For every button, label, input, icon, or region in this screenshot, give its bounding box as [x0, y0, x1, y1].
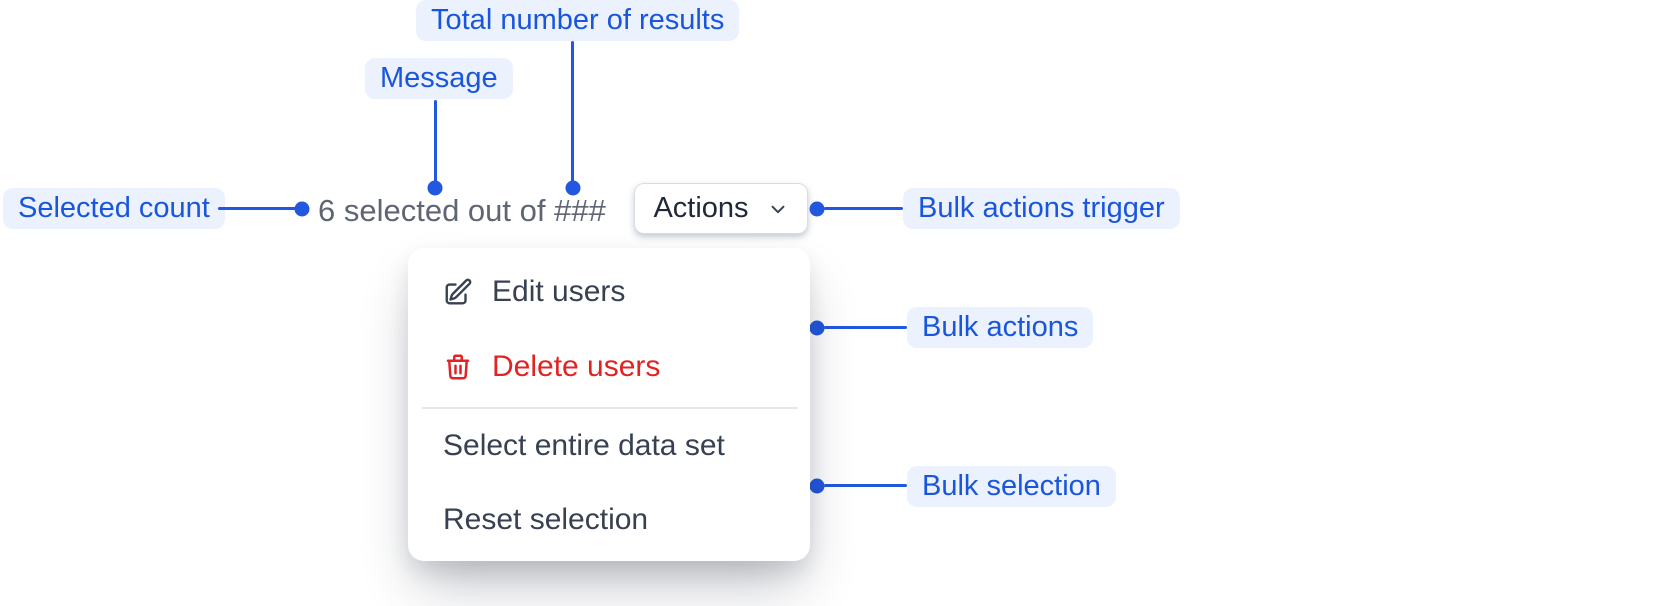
annotation-selected-count: Selected count: [3, 188, 225, 229]
edit-icon: [443, 277, 473, 307]
annotation-bulk-actions-trigger: Bulk actions trigger: [903, 188, 1180, 229]
menu-divider: [422, 407, 798, 409]
menu-item-reset-selection[interactable]: Reset selection: [408, 483, 810, 557]
menu-item-edit-users[interactable]: Edit users: [408, 255, 810, 329]
annotation-bulk-selection: Bulk selection: [907, 466, 1116, 507]
menu-item-select-entire-data-set[interactable]: Select entire data set: [408, 409, 810, 483]
connector-line-bulk-actions-trigger: [824, 207, 903, 210]
connector-line-selected-count: [218, 207, 296, 210]
connector-line-bulk-actions: [824, 326, 907, 329]
annotation-message: Message: [365, 58, 513, 99]
connector-line-bulk-selection: [824, 484, 907, 487]
connector-line-total-results: [571, 41, 574, 182]
connector-dot-selected-count: [294, 201, 310, 217]
chevron-down-icon: [767, 198, 789, 220]
connector-dot-message: [427, 180, 443, 196]
connector-dot-bulk-actions: [809, 320, 825, 336]
actions-button-label: Actions: [653, 192, 749, 224]
connector-dot-bulk-selection: [809, 478, 825, 494]
menu-item-label: Delete users: [492, 350, 661, 383]
menu-item-label: Edit users: [492, 275, 626, 308]
menu-item-delete-users[interactable]: Delete users: [408, 330, 810, 404]
trash-icon: [443, 352, 473, 382]
selected-count-message: 6 selected out of ###: [318, 193, 606, 228]
annotation-bulk-actions: Bulk actions: [907, 307, 1094, 348]
annotation-total-results: Total number of results: [416, 0, 740, 41]
bulk-actions-dropdown-menu: Edit users Delete users Select entire da…: [408, 248, 810, 561]
connector-line-message: [434, 100, 437, 182]
menu-item-label: Reset selection: [443, 503, 649, 536]
connector-dot-total-results: [565, 180, 581, 196]
actions-button[interactable]: Actions: [634, 183, 808, 234]
menu-item-label: Select entire data set: [443, 429, 725, 462]
connector-dot-bulk-actions-trigger: [809, 201, 825, 217]
